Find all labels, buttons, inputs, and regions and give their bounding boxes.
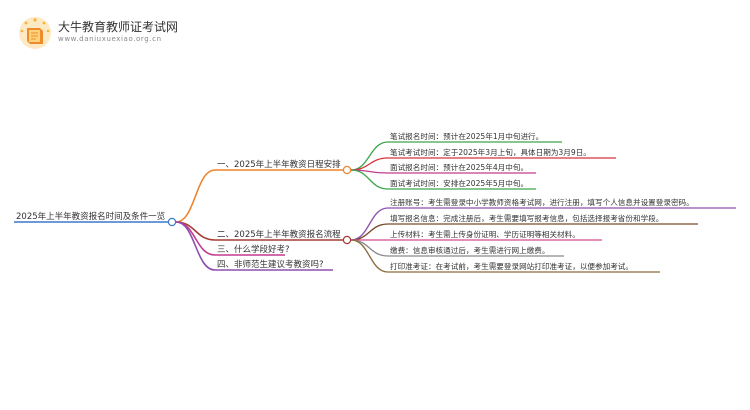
- branch-connector-4: [175, 221, 216, 271]
- branch-label-2: 二、2025年上半年教资报名流程: [217, 229, 341, 240]
- branch-label-1: 一、2025年上半年教资日程安排: [217, 159, 341, 170]
- branch-connector-1: [175, 169, 216, 223]
- leaf-text-2-2: 填写报名信息：完成注册后，考生需要填写报考信息，包括选择报考省份和学段。: [390, 213, 663, 223]
- branch-connector-3: [175, 221, 216, 256]
- leaf-text-1-1: 笔试报名时间：预计在2025年1月中旬进行。: [390, 131, 543, 141]
- site-title[interactable]: 大牛教育教师证考试网: [58, 20, 179, 34]
- branch-connector-dot-2: [342, 235, 352, 245]
- leaf-connector-2-2: [350, 223, 389, 241]
- site-header: 大牛教育教师证考试网 www.daniuxuexiao.org.cn: [18, 16, 238, 50]
- leaf-text-1-2: 笔试考试时间：定于2025年3月上旬，具体日期为3月9日。: [390, 147, 591, 157]
- site-url[interactable]: www.daniuxuexiao.org.cn: [58, 35, 162, 43]
- leaf-text-1-4: 面试考试时间：安排在2025年5月中旬。: [390, 178, 528, 188]
- leaf-text-2-3: 上传材料：考生需上传身份证明、学历证明等相关材料。: [390, 229, 580, 239]
- leaf-connector-1-4: [350, 169, 389, 190]
- branch-label-4: 四、非师范生建议考教资吗?: [217, 259, 324, 270]
- leaf-connector-2-4: [350, 239, 389, 257]
- leaf-connector-1-1: [350, 141, 389, 171]
- leaf-text-2-1: 注册账号：考生需登录中小学教师资格考试网，进行注册，填写个人信息并设置登录密码。: [390, 197, 694, 207]
- root-topic: 2025年上半年教资报名时间及条件一览: [16, 211, 165, 222]
- leaf-connector-2-5: [350, 239, 389, 273]
- root-connector-dot: [167, 217, 177, 227]
- leaf-connector-1-2: [350, 157, 389, 171]
- book-logo-icon: [19, 17, 51, 49]
- leaf-text-2-4: 缴费：信息审核通过后，考生需进行网上缴费。: [390, 245, 549, 255]
- leaf-text-2-5: 打印准考证：在考试前，考生需要登录网站打印准考证，以便参加考试。: [390, 261, 633, 271]
- leaf-text-1-3: 面试报名时间：预计在2025年4月中旬。: [390, 162, 528, 172]
- branch-label-3: 三、什么学段好考?: [217, 244, 290, 255]
- branch-connector-dot-1: [342, 165, 352, 175]
